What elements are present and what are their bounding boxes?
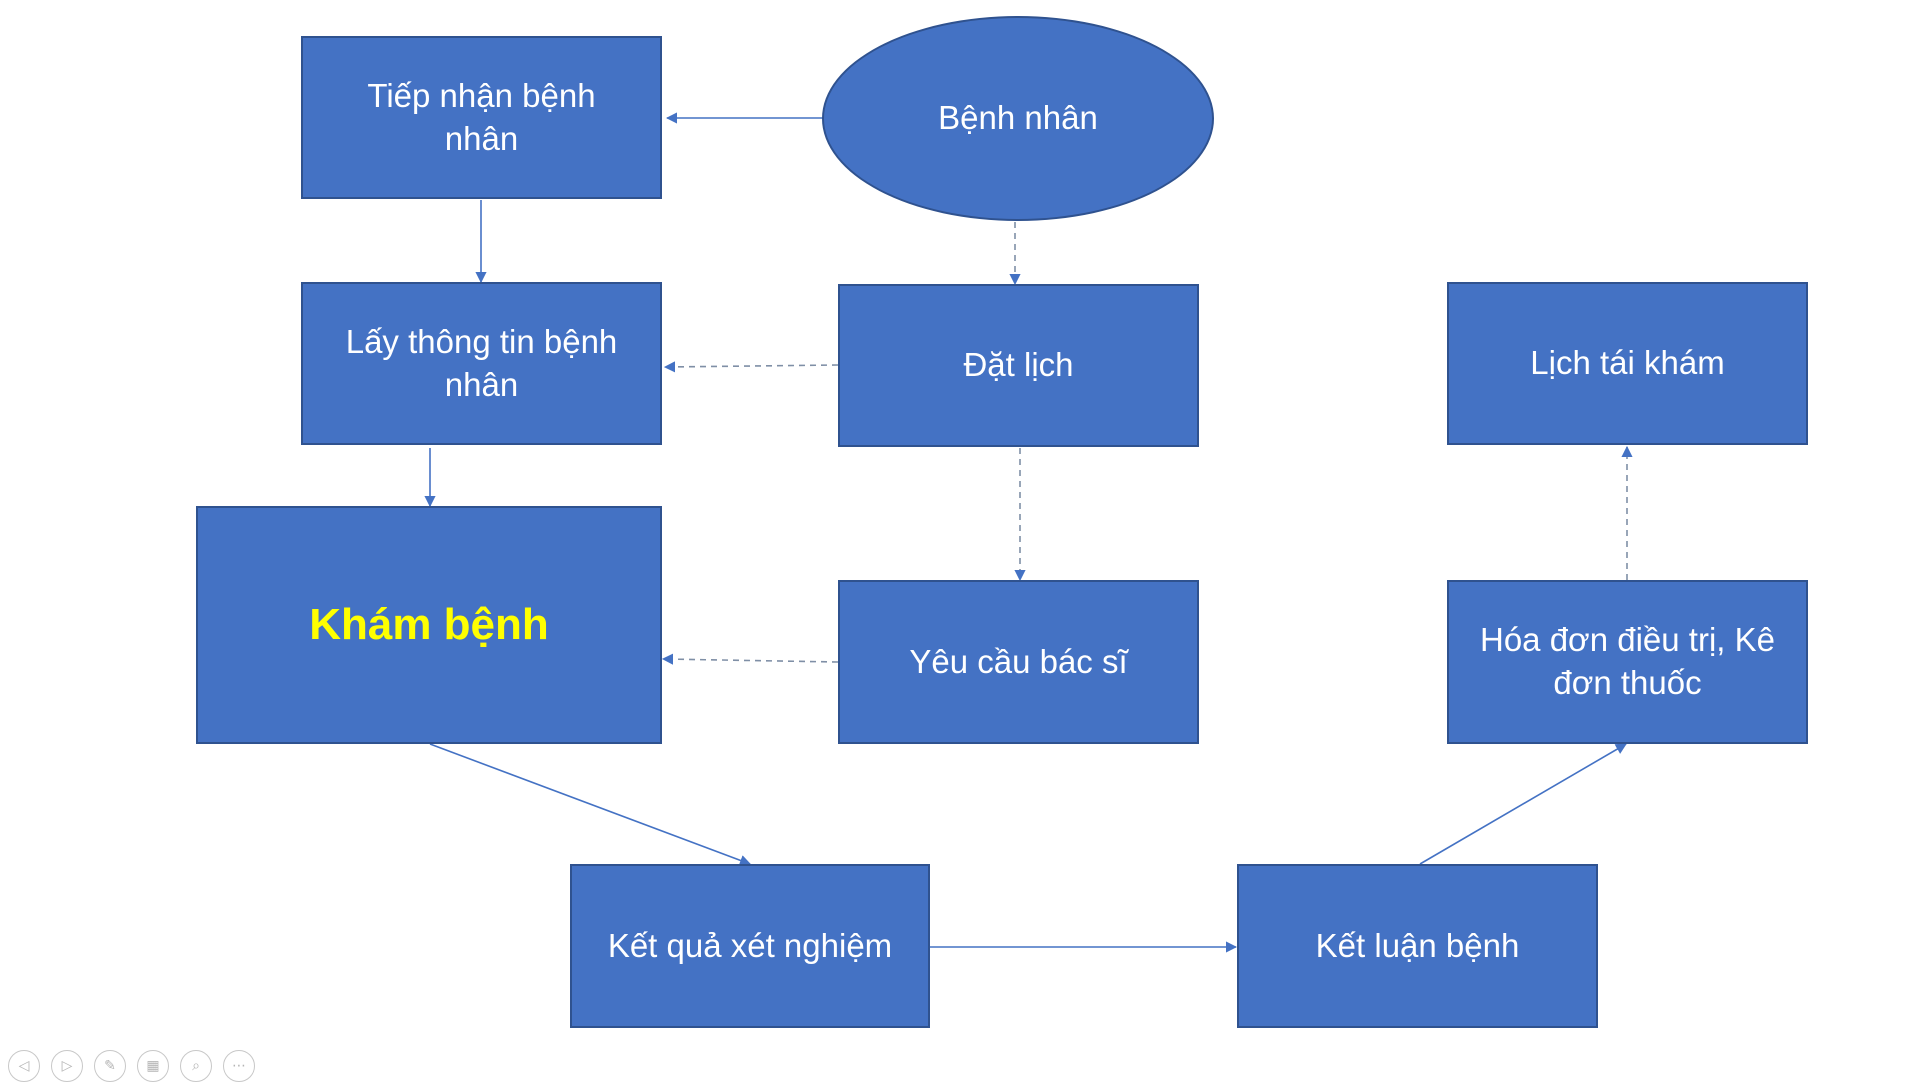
edge-yeu-cau-bac-si-to-kham-benh <box>661 653 839 665</box>
node-lich-tai-kham: Lịch tái khám <box>1447 282 1808 445</box>
node-label: Kết luận bệnh <box>1315 926 1520 964</box>
node-label: Lịch tái khám <box>1530 344 1725 382</box>
node-label: Kết quả xét nghiệm <box>607 926 893 964</box>
node-hoa-don-ke-don: Hóa đơn điều trị, Kê đơn thuốc <box>1447 580 1808 744</box>
node-ket-qua-xet-nghiem: Kết quả xét nghiệm <box>570 864 930 1028</box>
node-label: Bệnh nhân <box>938 99 1098 137</box>
node-kham-benh: Khám bệnh <box>196 506 662 744</box>
node-ket-luan-benh: Kết luận bệnh <box>1237 864 1598 1028</box>
edge-kham-benh-to-ket-qua <box>429 743 752 866</box>
edge-ket-luan-to-hoa-don <box>1419 743 1627 865</box>
zoom-icon[interactable]: ⌕ <box>180 1050 212 1082</box>
node-label: Hóa đơn điều trị, Kê đơn thuốc <box>1480 621 1775 701</box>
node-label: Yêu cầu bác sĩ <box>909 642 1128 680</box>
node-tiep-nhan-benh-nhan: Tiếp nhận bệnh nhân <box>301 36 662 199</box>
node-label: Đặt lịch <box>963 346 1074 384</box>
pen-icon[interactable]: ✎ <box>94 1050 126 1082</box>
edge-dat-lich-to-lay-thong-tin <box>663 361 839 373</box>
previous-slide-icon[interactable]: ◁ <box>8 1050 40 1082</box>
slide-grid-icon[interactable]: ▦ <box>137 1050 169 1082</box>
node-yeu-cau-bac-si: Yêu cầu bác sĩ <box>838 580 1199 744</box>
next-slide-icon[interactable]: ▷ <box>51 1050 83 1082</box>
node-label: Lấy thông tin bệnh nhân <box>345 322 618 403</box>
node-lay-thong-tin-benh-nhan: Lấy thông tin bệnh nhân <box>301 282 662 445</box>
node-label: Khám bệnh <box>309 600 549 650</box>
node-dat-lich: Đặt lịch <box>838 284 1199 447</box>
node-benh-nhan: Bệnh nhân <box>822 16 1214 221</box>
node-label: Tiếp nhận bệnh nhân <box>367 76 596 157</box>
more-options-icon[interactable]: ⋯ <box>223 1050 255 1082</box>
slideshow-toolbar: ◁ ▷ ✎ ▦ ⌕ ⋯ <box>8 1050 255 1086</box>
